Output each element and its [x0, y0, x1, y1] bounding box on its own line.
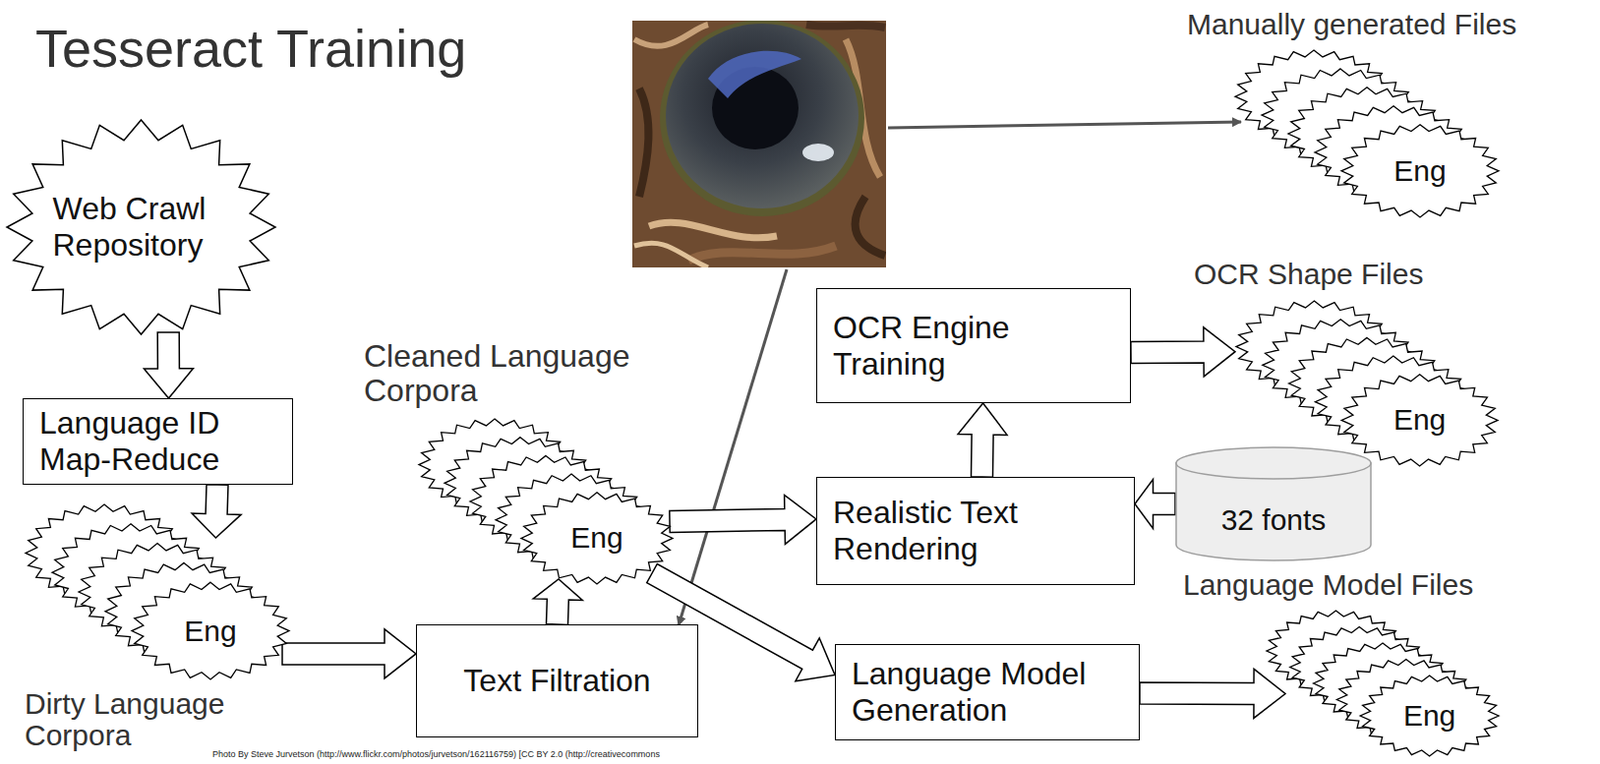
file-stack: Dirty Language CorporaEng [24, 503, 291, 681]
process-box: OCR Engine Training [816, 288, 1131, 404]
node-label: Web Crawl Repository [53, 190, 231, 264]
file-stack: Cleaned Language CorporaEng [417, 417, 674, 586]
block-arrow [957, 403, 1008, 477]
file-starburst [1336, 659, 1476, 741]
file-tag: Eng [183, 613, 237, 649]
process-box: Text Filtration [415, 624, 699, 738]
file-starburst [521, 492, 673, 585]
photo-credit: Photo By Steve Jurvetson (http://www.fli… [212, 749, 660, 761]
process-box: Language Model Generation [834, 644, 1140, 741]
cylinder-top [1176, 447, 1371, 479]
block-arrow [669, 494, 817, 544]
block-arrow [191, 484, 241, 538]
stack-heading: Language Model Files [1183, 568, 1474, 601]
block-arrow [1139, 668, 1286, 718]
process-box: Language ID Map-Reduce [22, 398, 294, 485]
file-stack-outline [417, 417, 674, 586]
stack-heading: Cleaned Language Corpora [363, 339, 659, 409]
file-stack-outline [1235, 299, 1499, 468]
file-stack-outline [1234, 49, 1500, 219]
stack-heading: Dirty Language Corpora [24, 688, 300, 751]
file-tag: Eng [570, 521, 623, 556]
file-starburst [131, 582, 290, 680]
starburst-shape [6, 119, 276, 335]
file-tag: Eng [1393, 154, 1446, 189]
block-arrow [1130, 327, 1236, 377]
starburst-node: Web Crawl Repository [4, 118, 278, 337]
block-arrow [143, 332, 193, 399]
eye-photo [632, 20, 887, 268]
file-stack-outline [1265, 609, 1500, 758]
block-arrow [282, 629, 416, 679]
file-stack-outline [24, 503, 291, 681]
database-cylinder: 32 fonts [1175, 447, 1372, 561]
file-starburst [1360, 675, 1499, 757]
process-box: Realistic Text Rendering [816, 476, 1135, 586]
stack-heading: Manually generated Files [1186, 7, 1517, 41]
block-arrow [1134, 479, 1176, 530]
file-tag: Eng [1393, 403, 1446, 438]
leader-arrow [888, 121, 1242, 128]
file-starburst [1341, 374, 1498, 467]
box-label: Language ID Map-Reduce [39, 405, 277, 478]
file-starburst [1341, 124, 1499, 218]
box-label: OCR Engine Training [832, 309, 1115, 383]
box-label: Realistic Text Rendering [832, 494, 1119, 568]
block-arrow [533, 579, 583, 625]
leader-arrow [678, 269, 787, 626]
file-tag: Eng [1403, 699, 1456, 734]
stack-heading: OCR Shape Files [1193, 257, 1423, 291]
file-stack: OCR Shape FilesEng [1235, 299, 1499, 468]
box-label: Language Model Generation [851, 655, 1124, 729]
node-label: 32 fonts [1221, 502, 1327, 537]
box-label: Text Filtration [463, 662, 651, 700]
diagram-title: Tesseract Training [35, 17, 467, 79]
file-stack: Language Model FilesEng [1265, 609, 1500, 758]
file-stack: Manually generated FilesEng [1234, 49, 1500, 219]
